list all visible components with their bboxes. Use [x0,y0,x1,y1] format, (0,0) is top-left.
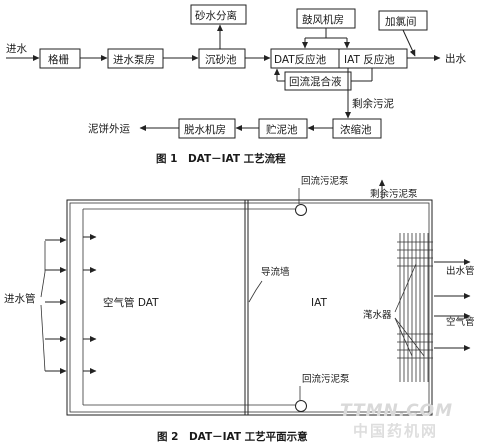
label-excess-pump: 剩余污泥泵 [370,188,418,200]
node-excess-sludge: 剩余污泥 [352,97,394,110]
leader-decanter-down-1 [394,317,413,357]
label-air-pipe-dat: 空气管 DAT [103,296,159,309]
node-sand-water-sep: 砂水分离 [195,9,237,22]
tank-inner-wall [69,202,430,413]
figure2-plan-diagram: 回流污泥泵 回流污泥泵 剩余污泥泵 导流墙 进水管 空气管 DAT IAT [4,175,475,443]
node-grit-chamber: 沉砂池 [205,53,237,66]
leader-inlet-pipe-bottom [40,304,46,372]
watermark-line1: TTMN.COM [340,401,453,421]
leader-inlet-pipe-top [40,241,46,298]
node-blower-house: 鼓风机房 [302,13,344,26]
return-pump-top-symbol [295,204,307,216]
watermark-line2: 中国药机网 [353,422,438,440]
leader-guide-wall [248,280,263,303]
node-iat-reactor: IAT 反应池 [344,53,395,66]
label-inlet-pipe: 进水管 [4,292,36,305]
figure1-caption: 图 1 DAT－IAT 工艺流程 [156,152,286,165]
leader-decanter-up [394,263,417,313]
node-dewatering-house: 脱水机房 [184,123,226,136]
node-screen: 格栅 [48,53,69,66]
node-pump-house: 进水泵房 [113,53,155,66]
node-inlet: 进水 [6,43,27,55]
node-dat-reactor: DAT反应池 [274,53,327,66]
label-return-pump-bottom: 回流污泥泵 [302,373,350,385]
node-thickener: 浓缩池 [340,123,372,136]
node-return-mixed-liquor: 回流混合液 [289,75,342,88]
figure2-caption: 图 2 DAT－IAT 工艺平面示意 [157,430,308,443]
decanter-arms [397,241,433,359]
arrow-chlorination-to-outlet [402,29,416,57]
label-air-pipe-right: 空气管 [446,316,475,328]
tank-outer-wall [66,199,433,416]
node-sand-water-sep-box [190,4,247,25]
label-guide-wall: 导流墙 [261,266,290,278]
label-iat: IAT [311,297,327,309]
label-outlet-pipe: 出水管 [446,265,475,277]
figure1-flow-diagram: 进水 格栅 进水泵房 沉砂池 砂水分离 DAT反应池 IAT 反应池 鼓风机房 [6,4,466,165]
node-outlet: 出水 [445,52,466,65]
node-cake-export: 泥饼外运 [88,122,130,135]
label-decanter: 滗水器 [363,309,392,321]
node-sludge-storage: 贮泥池 [266,123,298,136]
decanter-pipes [399,233,429,382]
label-return-pump-top: 回流污泥泵 [301,175,349,187]
leader-decanter-down-2 [394,317,425,357]
node-chlorination: 加氯间 [385,15,417,28]
return-pump-bottom-symbol [295,400,307,412]
